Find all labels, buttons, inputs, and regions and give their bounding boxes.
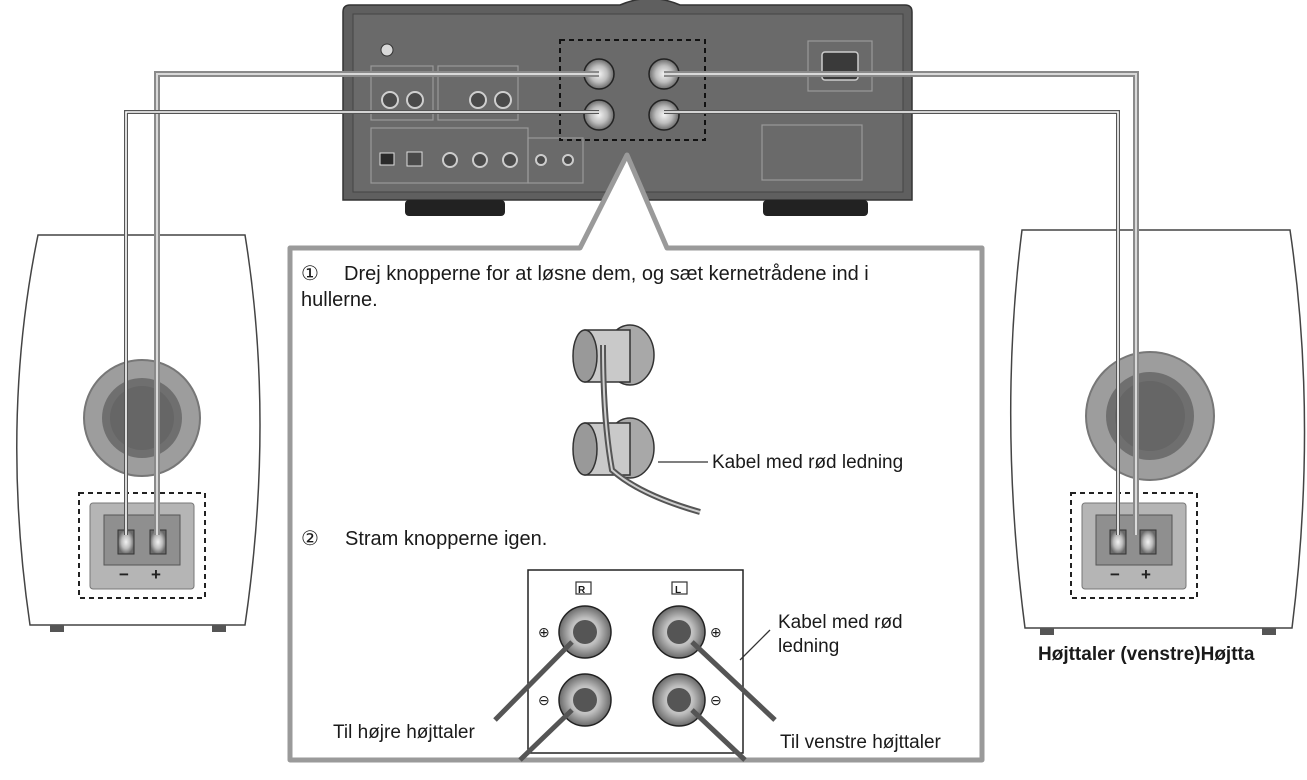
terminal-plus-symbol-right: + [1141,565,1151,584]
label-to-left-speaker: Til venstre højttaler [780,732,942,753]
speaker-left-illustration: − + [16,234,261,632]
terminal-minus-symbol-left: − [119,565,129,584]
channel-mark-l: L [675,585,681,596]
plus-mark-l: ⊕ [710,624,722,640]
step-1-text-line2: hullerne. [301,289,378,311]
step-1-number: ① [301,263,319,285]
label-to-right-speaker: Til højre højttaler [333,722,475,743]
label-red-cable-2-line1: Kabel med rød [778,612,903,633]
binding-post-closeup [572,324,708,515]
minus-mark-r: ⊖ [538,692,550,708]
minus-mark-l: ⊖ [710,692,722,708]
label-red-cable-2-line2: ledning [778,636,839,657]
terminal-panel-closeup [493,569,777,762]
speaker-right-terminal-panel: − + [1070,492,1198,599]
label-red-cable-1: Kabel med rød ledning [712,452,903,473]
speaker-cables [124,71,1139,535]
woofer-left [83,359,201,477]
plus-mark-r: ⊕ [538,624,550,640]
speaker-left-terminal-panel: − + [78,492,206,599]
speaker-right-illustration: − + [1009,229,1306,635]
step-2-text: Stram knopperne igen. [345,528,547,550]
step-1-text-line1: Drej knopperne for at løsne dem, og sæt … [344,263,869,285]
terminal-minus-symbol-right: − [1110,565,1120,584]
woofer-right [1085,351,1215,481]
channel-mark-r: R [578,585,586,596]
step-2-number: ② [301,528,319,550]
terminal-plus-symbol-left: + [151,565,161,584]
speaker-left-caption: Højttaler (venstre)Højtta [1038,644,1255,665]
